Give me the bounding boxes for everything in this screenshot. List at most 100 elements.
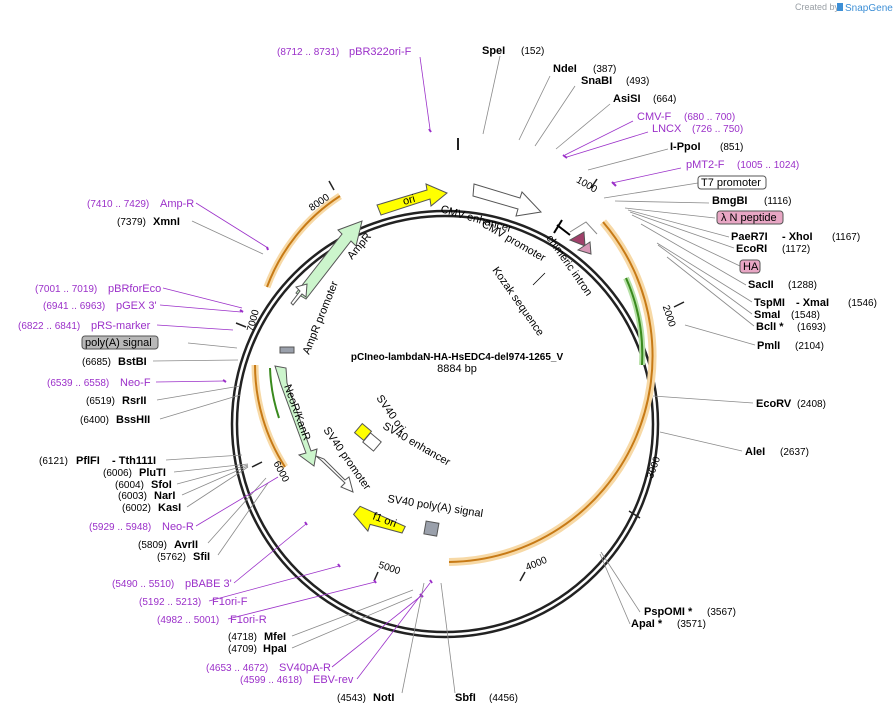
- pbr-pgex-marker: [239, 309, 244, 313]
- kozak-label: Kozak sequence: [490, 265, 546, 339]
- rsrii-name[interactable]: RsrII: [122, 395, 146, 407]
- neof-name[interactable]: Neo-F: [120, 377, 151, 389]
- ha-box[interactable]: [739, 259, 761, 274]
- ecorv-name[interactable]: EcoRV: [756, 398, 792, 410]
- sfii-leader: [217, 482, 269, 556]
- xmai-name[interactable]: - XmaI: [796, 297, 829, 309]
- sacii-name[interactable]: SacII: [748, 279, 774, 291]
- pbabe-pos: (5490 .. 5510): [112, 579, 174, 590]
- brand-text[interactable]: SnapGene: [845, 3, 893, 14]
- sv40-promoter-feature[interactable]: [315, 455, 354, 493]
- pmt2-leader: [611, 167, 682, 184]
- green-arc-right[interactable]: [625, 277, 644, 366]
- ha-feature[interactable]: [576, 241, 592, 255]
- neokanr-feature[interactable]: [274, 365, 318, 467]
- cmv-enhancer-feature[interactable]: [472, 183, 543, 217]
- snabi-name[interactable]: SnaBI: [581, 75, 612, 87]
- pbr322ori-pos: (8712 .. 8731): [277, 47, 339, 58]
- pbr322ori-name[interactable]: pBR322ori-F: [349, 46, 412, 58]
- f1orif-name[interactable]: F1ori-F: [212, 596, 248, 608]
- neor-pos: (5929 .. 5948): [89, 522, 151, 533]
- tspmi-name[interactable]: TspMI: [754, 297, 785, 309]
- asisi-name[interactable]: AsiSI: [613, 93, 641, 105]
- kozak-leader: [532, 272, 546, 286]
- prsmarker-name[interactable]: pRS-marker: [91, 320, 151, 332]
- ecori-name[interactable]: EcoRI: [736, 243, 767, 255]
- plasmid-name: pCIneo-lambdaN-HA-HsEDC4-del974-1265_V: [351, 352, 564, 363]
- sv40-enhancer-feature[interactable]: [362, 432, 382, 452]
- orf-neo-arc[interactable]: [254, 364, 286, 468]
- f1orir-leader: [227, 581, 376, 620]
- ampr-feature[interactable]: [295, 220, 363, 300]
- ndei-pos: (387): [593, 64, 616, 75]
- ebv-name[interactable]: EBV-rev: [313, 674, 354, 686]
- ippoi-name[interactable]: I-PpoI: [670, 141, 701, 153]
- tick-label-4000: 4000: [524, 555, 549, 574]
- bmgbi-name[interactable]: BmgBI: [712, 195, 747, 207]
- f1orir-pos: (4982 .. 5001): [157, 615, 219, 626]
- pspomi-name[interactable]: PspOMI *: [644, 606, 693, 618]
- lncx-name[interactable]: LNCX: [652, 123, 682, 135]
- ebv-leader: [356, 582, 431, 680]
- bstbi-leader: [152, 359, 239, 362]
- tick-mark-1000: [590, 178, 598, 189]
- avrii-name[interactable]: AvrII: [174, 539, 198, 551]
- pmt2-name[interactable]: pMT2-F: [686, 159, 725, 171]
- tth111i-name[interactable]: - Tth111I: [112, 455, 156, 467]
- f1orif-leader: [208, 565, 340, 602]
- sv40par-name[interactable]: SV40pA-R: [279, 662, 331, 674]
- paer7i-name[interactable]: PaeR7I: [731, 231, 768, 243]
- noti-name[interactable]: NotI: [373, 692, 394, 704]
- ori-feature[interactable]: [376, 183, 448, 216]
- xmni-name[interactable]: XmnI: [153, 216, 180, 228]
- spei-name[interactable]: SpeI: [482, 45, 505, 57]
- ndei-leader: [518, 75, 551, 141]
- bsshii-name[interactable]: BssHII: [116, 414, 150, 426]
- sfii-name[interactable]: SfiI: [193, 551, 210, 563]
- noti-leader: [401, 582, 425, 694]
- pbabe-name[interactable]: pBABE 3': [185, 578, 232, 590]
- sv40-polya-feature[interactable]: [423, 520, 440, 537]
- tick-label-2000: 2000: [660, 304, 677, 329]
- bcli-name[interactable]: BclI *: [756, 321, 784, 333]
- nari-name[interactable]: NarI: [154, 490, 175, 502]
- apai-name[interactable]: ApaI *: [631, 618, 663, 630]
- chimeric-intron-feature[interactable]: [569, 221, 598, 235]
- sbfi-name[interactable]: SbfI: [455, 692, 476, 704]
- tick-mark-2000: [673, 301, 685, 308]
- polya-feature[interactable]: [279, 346, 295, 354]
- f1orir-name[interactable]: F1ori-R: [230, 614, 267, 626]
- ampr-primer-name[interactable]: Amp-R: [160, 198, 194, 210]
- tick-label-5000: 5000: [377, 560, 402, 577]
- t7-box[interactable]: [697, 175, 767, 190]
- smai-name[interactable]: SmaI: [754, 309, 780, 321]
- bstbi-name[interactable]: BstBI: [118, 356, 147, 368]
- lncx-pos: (726 .. 750): [692, 124, 743, 135]
- alei-pos: (2637): [780, 447, 809, 458]
- ampr-promoter-feature[interactable]: [290, 283, 308, 306]
- cmvf-name[interactable]: CMV-F: [637, 111, 672, 123]
- f1-ori-feature[interactable]: [351, 505, 407, 537]
- orf-main-arc[interactable]: [448, 221, 654, 563]
- green-arc-left[interactable]: [269, 367, 280, 419]
- neor-name[interactable]: Neo-R: [162, 521, 194, 533]
- orf-ampr-arc[interactable]: [266, 195, 341, 288]
- mfei-name[interactable]: MfeI: [264, 631, 286, 643]
- hpai-name[interactable]: HpaI: [263, 643, 287, 655]
- ndei-name[interactable]: NdeI: [553, 63, 577, 75]
- pmli-name[interactable]: PmlI: [757, 340, 780, 352]
- pflfi-name[interactable]: PflFI: [76, 455, 100, 467]
- xhoi-name[interactable]: - XhoI: [782, 231, 813, 243]
- ecori-pos: (1172): [782, 244, 810, 255]
- polya-box[interactable]: [81, 335, 159, 350]
- pbrforeco-name[interactable]: pBRforEco: [108, 283, 161, 295]
- pgex-name[interactable]: pGEX 3': [116, 300, 157, 312]
- lambdan-box[interactable]: [716, 210, 784, 225]
- ippoi-leader: [587, 148, 669, 171]
- sfoi-name[interactable]: SfoI: [151, 479, 172, 491]
- polya-label: poly(A) signal: [85, 337, 152, 349]
- lambda-n-feature[interactable]: [568, 231, 586, 247]
- pluti-name[interactable]: PluTI: [139, 467, 166, 479]
- alei-name[interactable]: AleI: [745, 446, 765, 458]
- kasi-name[interactable]: KasI: [158, 502, 181, 514]
